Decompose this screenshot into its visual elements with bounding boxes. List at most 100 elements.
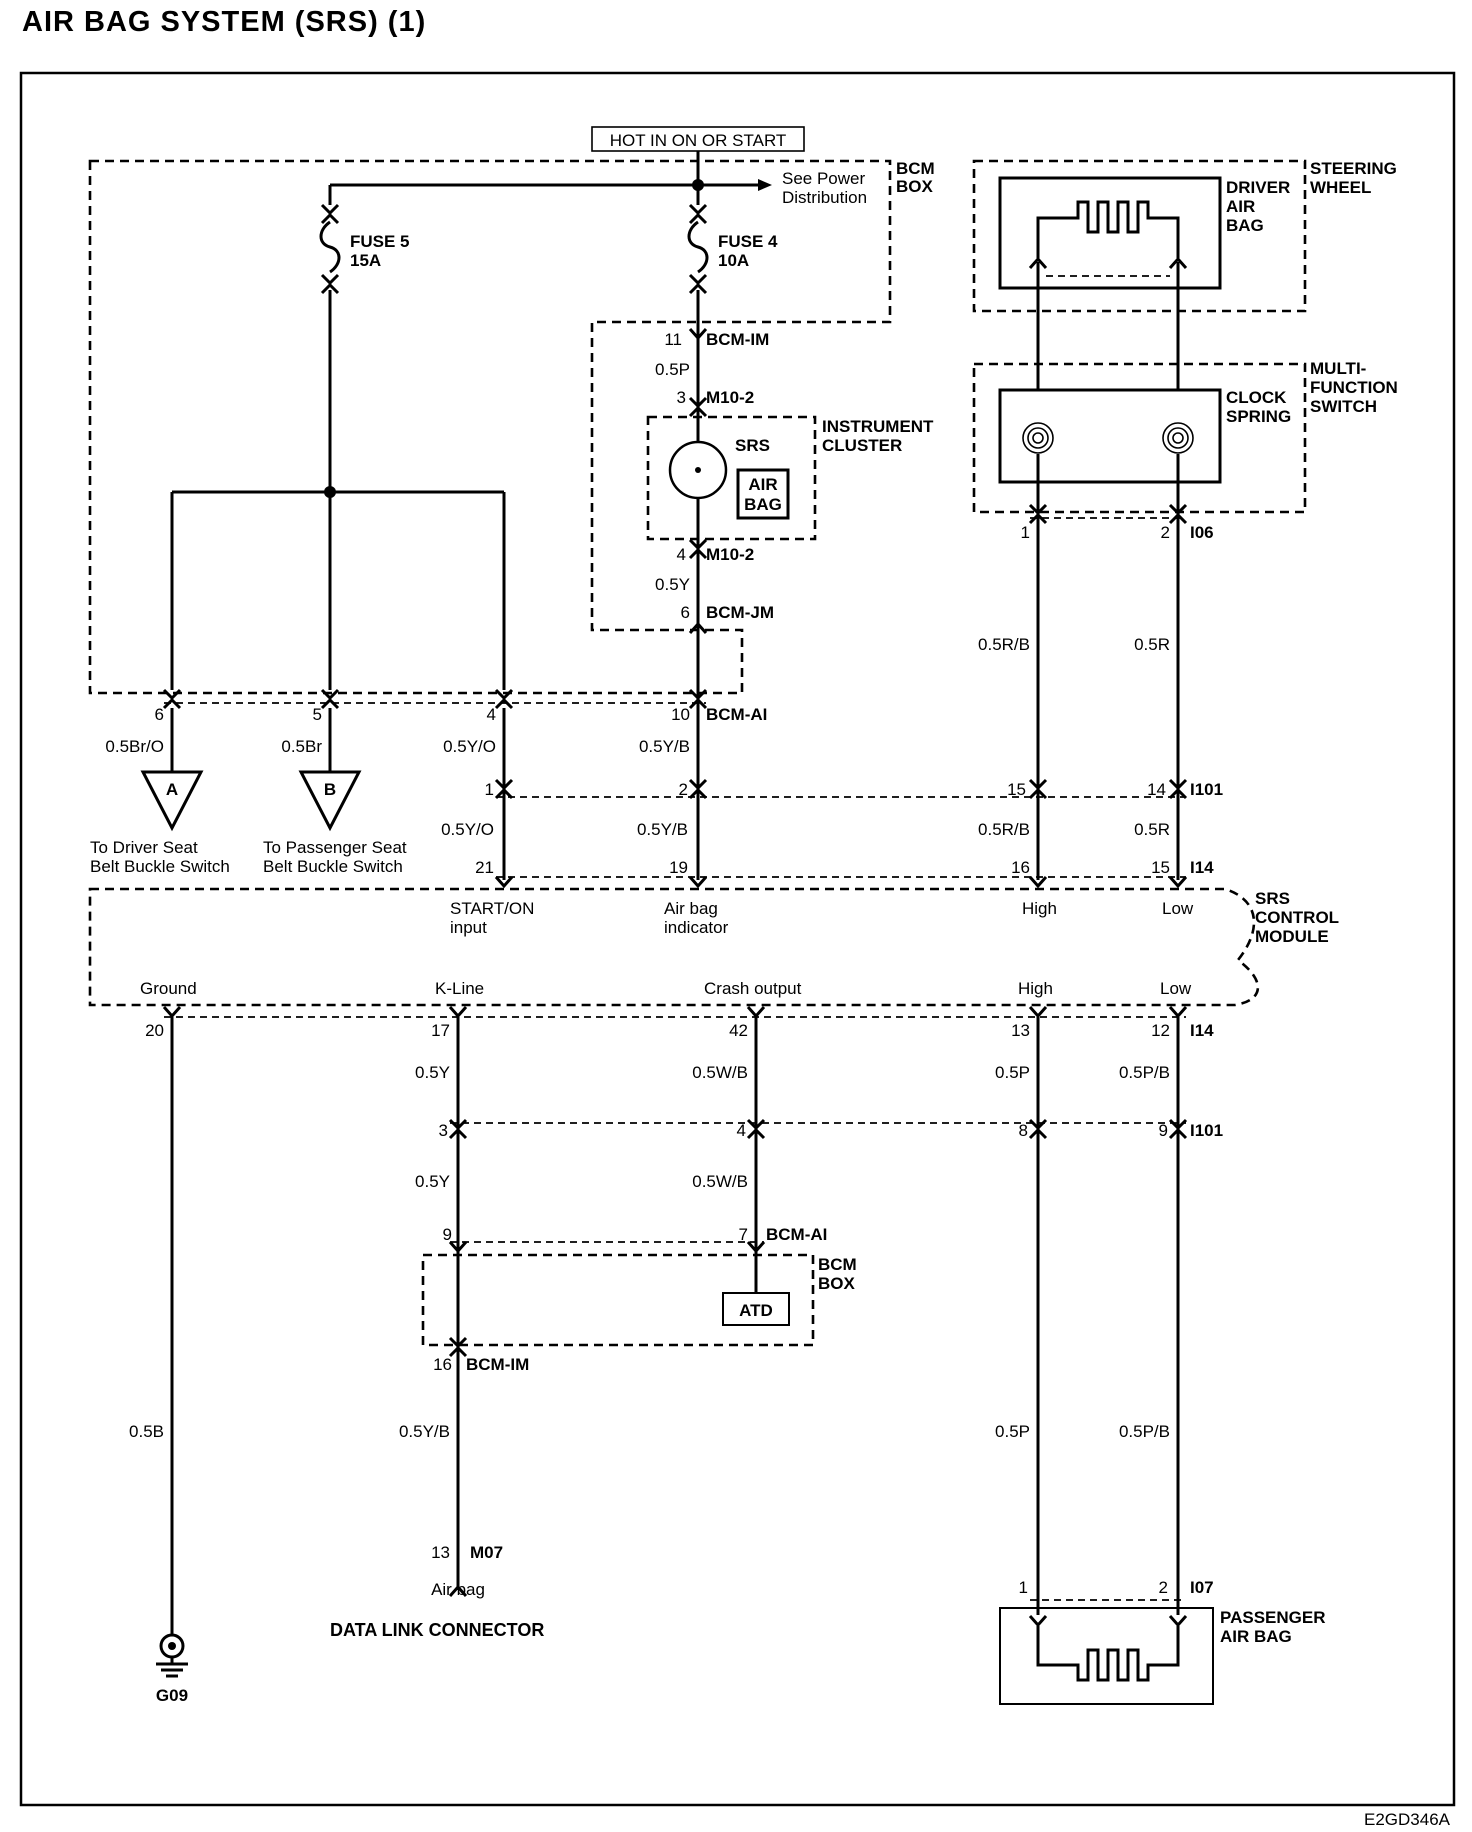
svg-text:21: 21: [475, 858, 494, 877]
steering-wheel-label: STEERING: [1310, 159, 1397, 178]
svg-text:0.5W/B: 0.5W/B: [692, 1063, 748, 1082]
svg-text:Belt Buckle Switch: Belt Buckle Switch: [90, 857, 230, 876]
passenger-airbag-squib-icon: [1036, 1626, 1180, 1682]
svg-text:Low: Low: [1160, 979, 1192, 998]
svg-text:2: 2: [1161, 523, 1170, 542]
page-title: AIR BAG SYSTEM (SRS) (1): [22, 6, 427, 38]
bcm-box-lower: [421, 1253, 815, 1347]
svg-text:9: 9: [1159, 1121, 1168, 1140]
i101-connector-bottom: I101: [1190, 1121, 1223, 1140]
svg-text:5: 5: [313, 705, 322, 724]
clock-spring-label: CLOCK: [1226, 388, 1287, 407]
multifunction-switch-label: MULTI-: [1310, 359, 1366, 378]
svg-text:9: 9: [443, 1225, 452, 1244]
svg-text:Distribution: Distribution: [782, 188, 867, 207]
svg-text:19: 19: [669, 858, 688, 877]
svg-text:ATD: ATD: [739, 1301, 773, 1320]
svg-text:0.5R: 0.5R: [1134, 820, 1170, 839]
svg-text:0.5Y: 0.5Y: [415, 1172, 450, 1191]
bcm-ai-connector: BCM-AI: [706, 705, 767, 724]
ground-label: Ground: [140, 979, 197, 998]
svg-text:0.5Y/B: 0.5Y/B: [399, 1422, 450, 1441]
svg-text:0.5Br: 0.5Br: [281, 737, 322, 756]
svg-text:High: High: [1018, 979, 1053, 998]
passenger-airbag: [999, 1607, 1214, 1705]
svg-text:10A: 10A: [718, 251, 749, 270]
svg-text:15A: 15A: [350, 251, 381, 270]
instrument-cluster-label: INSTRUMENT: [822, 417, 934, 436]
svg-text:indicator: indicator: [664, 918, 729, 937]
svg-text:14: 14: [1147, 780, 1166, 799]
svg-text:High: High: [1022, 899, 1057, 918]
svg-text:17: 17: [431, 1021, 450, 1040]
svg-text:0.5Y/B: 0.5Y/B: [639, 737, 690, 756]
i101-connector-top: I101: [1190, 780, 1223, 799]
ref-triangle-a: [140, 770, 204, 832]
svg-text:SPRING: SPRING: [1226, 407, 1291, 426]
svg-text:Belt Buckle Switch: Belt Buckle Switch: [263, 857, 403, 876]
svg-text:B: B: [324, 780, 336, 799]
svg-text:0.5P: 0.5P: [995, 1063, 1030, 1082]
svg-text:1: 1: [1021, 523, 1030, 542]
fuse-4-label: FUSE 4: [718, 232, 778, 251]
svg-text:0.5P/B: 0.5P/B: [1119, 1422, 1170, 1441]
svg-text:0.5B: 0.5B: [129, 1422, 164, 1441]
svg-text:8: 8: [1019, 1121, 1028, 1140]
srs-control-module: [88, 887, 1260, 1007]
bcm-box-lower-label: BCM: [818, 1255, 857, 1274]
svg-text:2: 2: [679, 780, 688, 799]
ref-triangle-b: [298, 770, 362, 832]
i14-connector-top: I14: [1190, 858, 1214, 877]
svg-text:42: 42: [729, 1021, 748, 1040]
svg-text:0.5P: 0.5P: [995, 1422, 1030, 1441]
multifunction-switch-box: [972, 362, 1307, 514]
data-link-connector-label: DATA LINK CONNECTOR: [330, 1620, 544, 1640]
svg-text:SWITCH: SWITCH: [1310, 397, 1377, 416]
crash-output-label: Crash output: [704, 979, 802, 998]
svg-text:15: 15: [1007, 780, 1026, 799]
svg-text:13: 13: [1011, 1021, 1030, 1040]
svg-text:4: 4: [737, 1121, 746, 1140]
svg-text:BAG: BAG: [744, 495, 782, 514]
figure-code: E2GD346A: [1364, 1810, 1451, 1829]
svg-text:Low: Low: [1162, 899, 1194, 918]
svg-text:BOX: BOX: [818, 1274, 856, 1293]
srs-lamp-label: SRS: [735, 436, 770, 455]
fuse-4-icon: [687, 220, 709, 274]
see-power-distribution: See Power: [782, 169, 865, 188]
steering-wheel-box: [972, 159, 1307, 313]
svg-text:MODULE: MODULE: [1255, 927, 1329, 946]
svg-text:6: 6: [155, 705, 164, 724]
svg-text:M10-2: M10-2: [706, 388, 754, 407]
passenger-seat-belt-label: To Passenger Seat: [263, 838, 407, 857]
svg-text:0.5R: 0.5R: [1134, 635, 1170, 654]
svg-text:A: A: [166, 780, 178, 799]
svg-text:2: 2: [1159, 1578, 1168, 1597]
driver-seat-belt-label: To Driver Seat: [90, 838, 198, 857]
srs-control-module-label: SRS: [1255, 889, 1290, 908]
clock-spring-coil-icon: [1022, 422, 1194, 454]
svg-text:0.5Y: 0.5Y: [415, 1063, 450, 1082]
svg-text:0.5Y/O: 0.5Y/O: [441, 820, 494, 839]
svg-text:CLUSTER: CLUSTER: [822, 436, 902, 455]
svg-text:0.5Br/O: 0.5Br/O: [105, 737, 164, 756]
svg-text:0.5Y/O: 0.5Y/O: [443, 737, 496, 756]
svg-text:0.5P: 0.5P: [655, 360, 690, 379]
bcm-box-outline: [88, 159, 892, 695]
driver-airbag-squib-icon: [1036, 200, 1180, 258]
svg-text:0.5R/B: 0.5R/B: [978, 820, 1030, 839]
airbag-warning-icon: [736, 468, 790, 520]
svg-text:BOX: BOX: [896, 177, 934, 196]
fuse-5-icon: [319, 220, 341, 274]
svg-text:0.5Y/B: 0.5Y/B: [637, 820, 688, 839]
svg-text:7: 7: [739, 1225, 748, 1244]
svg-text:15: 15: [1151, 858, 1170, 877]
start-on-input-label: START/ON: [450, 899, 534, 918]
svg-text:13: 13: [431, 1543, 450, 1562]
see-power-arrow-icon: [758, 179, 772, 191]
svg-text:CONTROL: CONTROL: [1255, 908, 1339, 927]
bcm-im-connector-lower: BCM-IM: [466, 1355, 529, 1374]
svg-text:4: 4: [677, 545, 686, 564]
svg-text:BCM-JM: BCM-JM: [706, 603, 774, 622]
svg-text:AIR: AIR: [748, 475, 777, 494]
